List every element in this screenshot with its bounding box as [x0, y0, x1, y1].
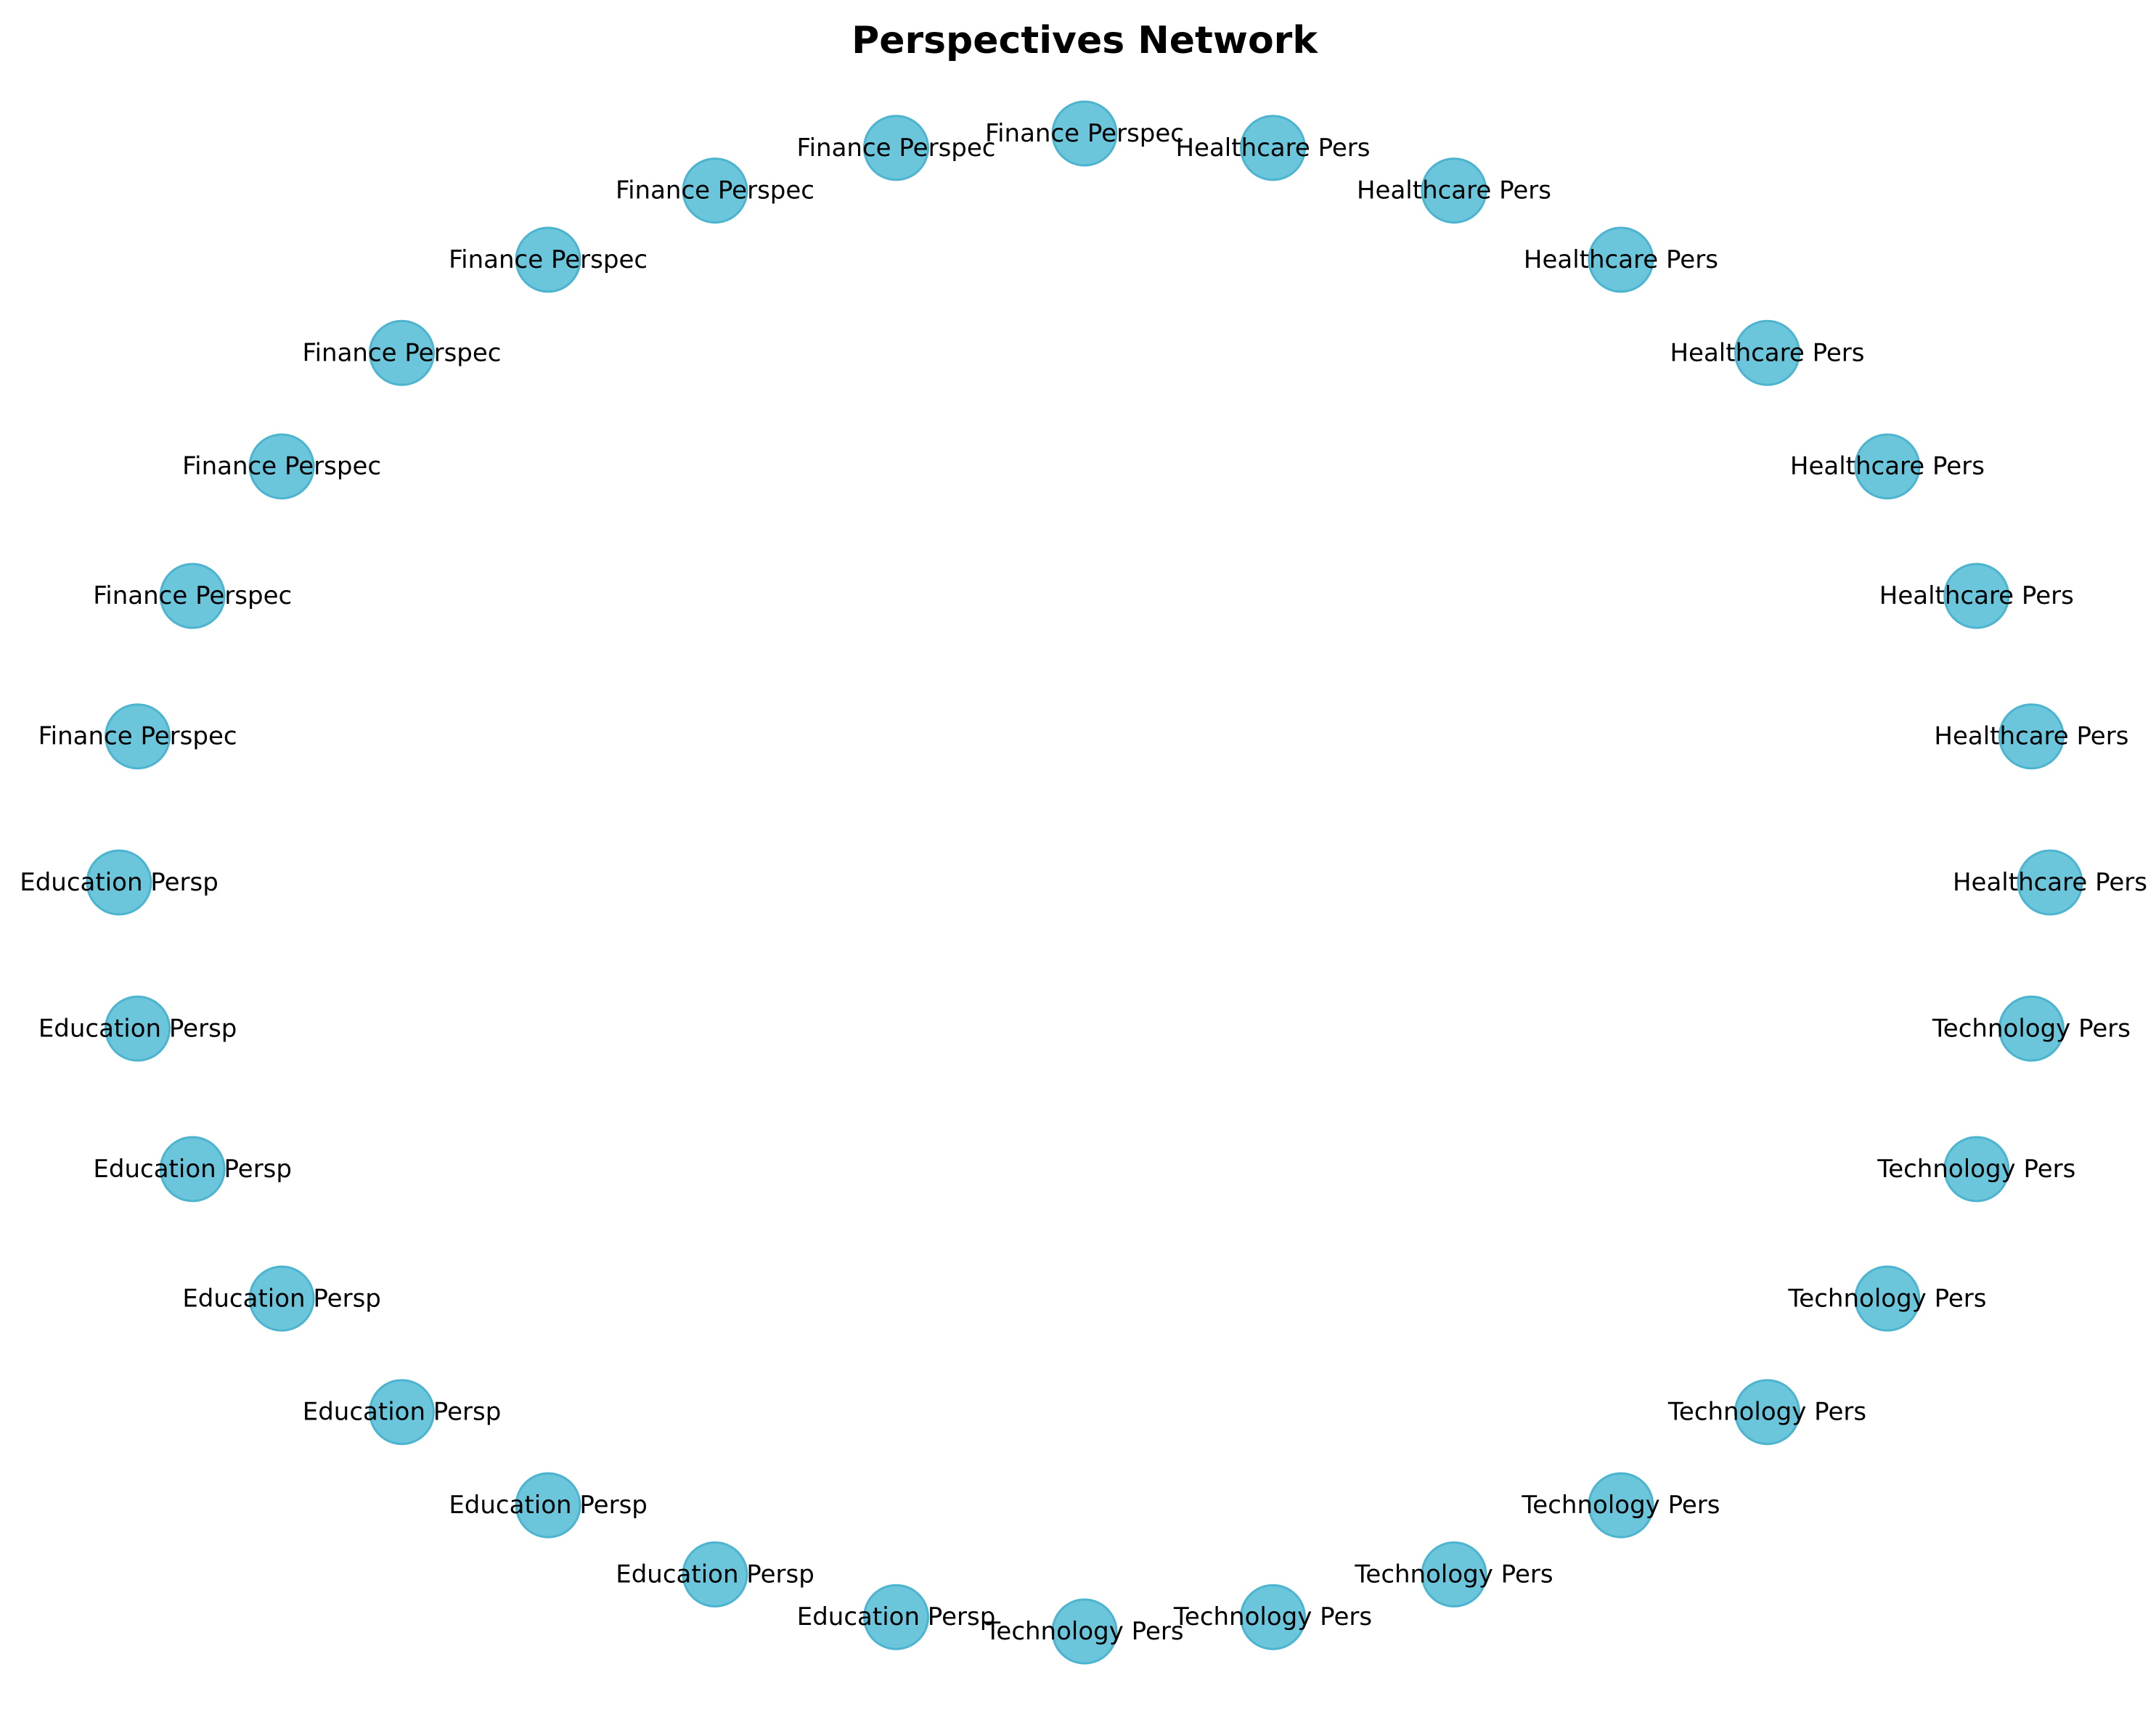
- network-node: Finance Perspec: [182, 433, 381, 500]
- node-label: Technology Pers: [1521, 1491, 1720, 1520]
- network-node: Education Persp: [93, 1136, 292, 1203]
- node-label: Finance Perspec: [303, 338, 502, 367]
- node-circle: [159, 562, 226, 629]
- node-label: Healthcare Pers: [1670, 338, 1864, 367]
- node-label: Finance Perspec: [182, 452, 381, 481]
- network-node: Technology Pers: [984, 1598, 1184, 1665]
- node-circle: [515, 1472, 581, 1539]
- node-circle: [1051, 1598, 1118, 1665]
- node-circle: [2017, 849, 2083, 916]
- node-label: Healthcare Pers: [1934, 722, 2128, 751]
- node-circle: [682, 1541, 748, 1608]
- node-label: Technology Pers: [1173, 1602, 1372, 1631]
- network-node: Finance Perspec: [449, 226, 648, 293]
- network-node: Finance Perspec: [616, 157, 814, 224]
- network-node: Education Persp: [38, 995, 237, 1062]
- node-circle: [863, 115, 929, 181]
- node-circle: [369, 319, 435, 386]
- network-node: Healthcare Pers: [1175, 115, 1371, 181]
- node-label: Healthcare Pers: [1879, 581, 2074, 610]
- network-node: Education Persp: [182, 1265, 381, 1332]
- node-label: Education Persp: [449, 1491, 648, 1520]
- network-node: Education Persp: [303, 1379, 502, 1446]
- node-circle: [248, 1265, 315, 1332]
- node-label: Technology Pers: [1787, 1284, 1986, 1313]
- node-label: Technology Pers: [1667, 1398, 1866, 1427]
- network-node: Healthcare Pers: [1934, 703, 2128, 770]
- network-node: Technology Pers: [1667, 1379, 1866, 1446]
- network-node: Technology Pers: [1787, 1265, 1986, 1332]
- node-label: Education Persp: [182, 1284, 381, 1313]
- node-circle: [86, 849, 152, 916]
- network-node: Healthcare Pers: [1357, 157, 1551, 224]
- node-label: Education Persp: [303, 1398, 502, 1427]
- network-node: Finance Perspec: [303, 319, 502, 386]
- network-node: Finance Perspec: [93, 562, 292, 629]
- network-node: Finance Perspec: [797, 115, 996, 181]
- node-label: Finance Perspec: [616, 176, 814, 205]
- node-label: Technology Pers: [1932, 1014, 2131, 1043]
- node-label: Technology Pers: [1354, 1560, 1553, 1589]
- node-label: Technology Pers: [984, 1617, 1183, 1646]
- node-label: Healthcare Pers: [1790, 452, 1985, 481]
- node-label: Finance Perspec: [38, 722, 237, 751]
- node-label: Healthcare Pers: [1357, 176, 1551, 205]
- network-node: Healthcare Pers: [1790, 433, 1985, 500]
- node-label: Education Persp: [616, 1560, 814, 1589]
- node-label: Finance Perspec: [449, 245, 648, 274]
- network-node: Healthcare Pers: [1670, 319, 1865, 386]
- node-circle: [1421, 1541, 1487, 1608]
- node-circle: [1240, 1584, 1306, 1650]
- node-label: Healthcare Pers: [1524, 245, 1718, 274]
- node-circle: [105, 995, 171, 1062]
- node-circle: [1734, 1379, 1800, 1446]
- node-circle: [1051, 100, 1118, 167]
- node-circle: [159, 1136, 226, 1203]
- network-node: Technology Pers: [1932, 995, 2131, 1062]
- network-node: Healthcare Pers: [1524, 226, 1718, 293]
- diagram-title: Perspectives Network: [852, 19, 1318, 62]
- node-label: Finance Perspec: [93, 581, 292, 610]
- node-circle: [1240, 115, 1306, 181]
- node-circle: [1854, 1265, 1921, 1332]
- node-label: Education Persp: [93, 1155, 292, 1184]
- network-node: Technology Pers: [1877, 1136, 2075, 1203]
- network-node: Technology Pers: [1521, 1472, 1720, 1539]
- node-circle: [105, 703, 171, 770]
- node-circle: [1943, 1136, 2010, 1203]
- node-circle: [248, 433, 315, 500]
- network-node: Technology Pers: [1173, 1584, 1372, 1650]
- node-circle: [1998, 995, 2065, 1062]
- node-circle: [1734, 319, 1800, 386]
- node-label: Finance Perspec: [797, 134, 996, 163]
- node-circle: [515, 226, 581, 293]
- node-circle: [1421, 157, 1487, 224]
- node-circle: [1854, 433, 1921, 500]
- node-label: Education Persp: [797, 1602, 996, 1631]
- network-node: Education Persp: [797, 1584, 996, 1650]
- node-circle: [682, 157, 748, 224]
- node-label: Healthcare Pers: [1953, 868, 2147, 897]
- node-circle: [369, 1379, 435, 1446]
- network-node: Technology Pers: [1354, 1541, 1553, 1608]
- node-circle: [1588, 1472, 1654, 1539]
- network-node: Healthcare Pers: [1879, 562, 2074, 629]
- network-node: Finance Perspec: [38, 703, 237, 770]
- network-node: Education Persp: [449, 1472, 648, 1539]
- node-label: Healthcare Pers: [1175, 134, 1370, 163]
- network-node: Education Persp: [20, 849, 219, 916]
- node-label: Finance Perspec: [985, 119, 1184, 148]
- node-label: Education Persp: [38, 1014, 237, 1043]
- network-node: Finance Perspec: [985, 100, 1184, 167]
- node-label: Education Persp: [20, 868, 219, 897]
- node-circle: [1943, 562, 2010, 629]
- node-circle: [863, 1584, 929, 1650]
- network-node: Education Persp: [616, 1541, 814, 1608]
- node-label: Technology Pers: [1877, 1155, 2075, 1184]
- node-circle: [1588, 226, 1654, 293]
- node-circle: [1998, 703, 2065, 770]
- network-node: Healthcare Pers: [1953, 849, 2147, 916]
